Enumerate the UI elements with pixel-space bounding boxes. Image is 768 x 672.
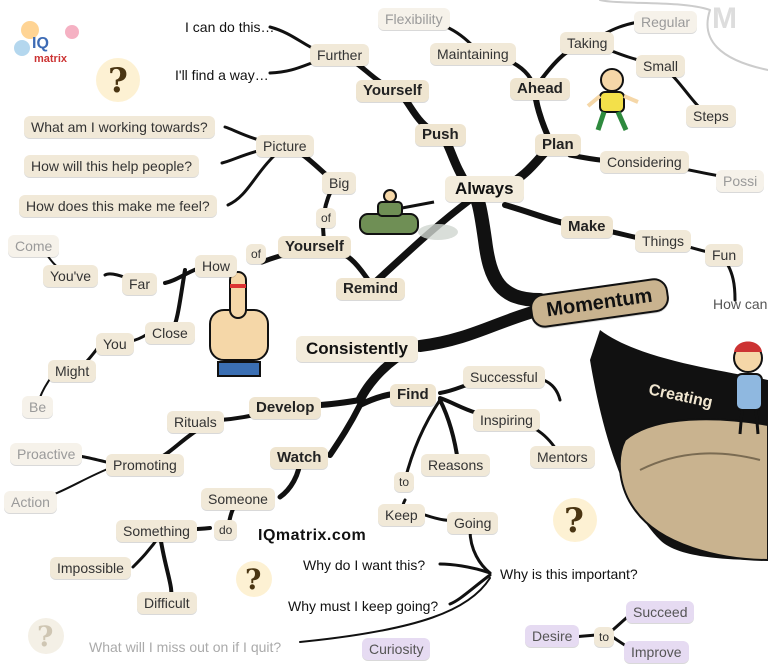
node-considering[interactable]: Considering bbox=[600, 151, 689, 173]
node-maintaining[interactable]: Maintaining bbox=[430, 43, 516, 65]
node-how[interactable]: How bbox=[195, 255, 238, 277]
svg-text:IQ: IQ bbox=[32, 35, 49, 52]
node-things[interactable]: Things bbox=[635, 230, 692, 252]
node-promoting[interactable]: Promoting bbox=[106, 454, 184, 476]
node-i-can-do-this[interactable]: I can do this… bbox=[185, 19, 275, 35]
node-plan[interactable]: Plan bbox=[535, 134, 581, 156]
node-further[interactable]: Further bbox=[310, 44, 370, 66]
node-consistently[interactable]: Consistently bbox=[296, 336, 419, 362]
node-do[interactable]: do bbox=[214, 520, 238, 540]
node-close[interactable]: Close bbox=[145, 322, 195, 344]
node-always[interactable]: Always bbox=[445, 176, 524, 202]
node-taking[interactable]: Taking bbox=[560, 32, 615, 54]
walking-kid-icon bbox=[586, 68, 639, 132]
node-youve[interactable]: You've bbox=[43, 265, 99, 287]
node-regular[interactable]: Regular bbox=[634, 11, 698, 33]
node-might[interactable]: Might bbox=[48, 360, 97, 382]
node-something[interactable]: Something bbox=[116, 520, 197, 542]
question-mark-icon: ? bbox=[96, 58, 140, 102]
node-mentors[interactable]: Mentors bbox=[530, 446, 595, 468]
question-mark-icon: ? bbox=[553, 498, 597, 542]
node-possi[interactable]: Possi bbox=[716, 170, 765, 192]
node-proactive[interactable]: Proactive bbox=[10, 443, 83, 465]
node-watch[interactable]: Watch bbox=[270, 447, 329, 469]
node-small[interactable]: Small bbox=[636, 55, 686, 77]
node-to-2[interactable]: to bbox=[594, 627, 615, 647]
faded-title-fragment: M bbox=[712, 2, 737, 35]
svg-text:?: ? bbox=[245, 563, 261, 596]
node-be[interactable]: Be bbox=[22, 396, 54, 418]
node-someone[interactable]: Someone bbox=[201, 488, 275, 510]
node-you[interactable]: You bbox=[96, 333, 134, 355]
node-of-1[interactable]: of bbox=[316, 208, 337, 228]
node-action[interactable]: Action bbox=[4, 491, 57, 513]
node-find[interactable]: Find bbox=[390, 384, 436, 406]
node-question-make-me-feel[interactable]: How does this make me feel? bbox=[19, 195, 217, 217]
girl-cartoon-icon bbox=[733, 341, 763, 435]
node-improve[interactable]: Improve bbox=[624, 641, 689, 663]
node-miss-out[interactable]: What will I miss out on if I quit? bbox=[89, 639, 282, 655]
node-rituals[interactable]: Rituals bbox=[167, 411, 224, 433]
node-successful[interactable]: Successful bbox=[463, 366, 545, 388]
node-yourself-top[interactable]: Yourself bbox=[356, 80, 429, 102]
node-remind[interactable]: Remind bbox=[336, 278, 406, 300]
iqmatrix-logo: IQ matrix bbox=[8, 14, 84, 70]
site-url: IQmatrix.com bbox=[258, 527, 367, 544]
node-succeed[interactable]: Succeed bbox=[626, 601, 695, 623]
svg-text:?: ? bbox=[108, 61, 128, 101]
node-develop[interactable]: Develop bbox=[249, 397, 322, 419]
node-come[interactable]: Come bbox=[8, 235, 60, 257]
tank-cartoon-icon bbox=[359, 189, 458, 240]
node-why-keep-going[interactable]: Why must I keep going? bbox=[288, 598, 439, 614]
node-why-want[interactable]: Why do I want this? bbox=[303, 557, 426, 573]
node-flexibility[interactable]: Flexibility bbox=[378, 8, 450, 30]
node-steps[interactable]: Steps bbox=[686, 105, 736, 127]
node-how-can[interactable]: How can bbox=[713, 296, 768, 312]
question-mark-icon: ? bbox=[28, 618, 64, 654]
node-of-2[interactable]: of bbox=[246, 244, 267, 264]
node-going[interactable]: Going bbox=[447, 512, 499, 534]
finger-reminder-icon bbox=[209, 271, 269, 377]
node-why-important[interactable]: Why is this important? bbox=[500, 566, 638, 582]
node-push[interactable]: Push bbox=[415, 124, 466, 146]
node-inspiring[interactable]: Inspiring bbox=[473, 409, 540, 431]
node-question-working-towards[interactable]: What am I working towards? bbox=[24, 116, 215, 138]
node-question-help-people[interactable]: How will this help people? bbox=[24, 155, 200, 177]
node-far[interactable]: Far bbox=[122, 273, 157, 295]
question-mark-icon: ? bbox=[236, 561, 272, 597]
node-keep[interactable]: Keep bbox=[378, 504, 425, 526]
node-big[interactable]: Big bbox=[322, 172, 357, 194]
node-fun[interactable]: Fun bbox=[705, 244, 744, 266]
svg-text:matrix: matrix bbox=[34, 53, 68, 65]
node-ahead[interactable]: Ahead bbox=[510, 78, 570, 100]
node-to[interactable]: to bbox=[394, 472, 415, 492]
node-reasons[interactable]: Reasons bbox=[421, 454, 491, 476]
node-curiosity[interactable]: Curiosity bbox=[362, 638, 431, 660]
node-make[interactable]: Make bbox=[561, 216, 613, 238]
svg-text:?: ? bbox=[564, 501, 584, 541]
node-yourself-mid[interactable]: Yourself bbox=[278, 236, 351, 258]
svg-text:?: ? bbox=[37, 620, 53, 653]
node-picture[interactable]: Picture bbox=[256, 135, 314, 157]
node-impossible[interactable]: Impossible bbox=[50, 557, 131, 579]
node-desire[interactable]: Desire bbox=[525, 625, 580, 647]
node-find-a-way[interactable]: I'll find a way… bbox=[175, 67, 269, 83]
node-difficult[interactable]: Difficult bbox=[137, 592, 197, 614]
